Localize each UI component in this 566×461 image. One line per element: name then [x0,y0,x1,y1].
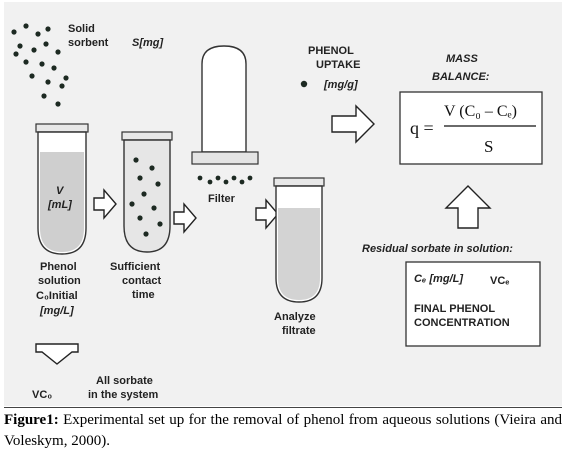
final-phenol-label-1: FINAL PHENOL [414,303,495,315]
equation-denominator: S [484,137,493,156]
filtrate-tube [273,177,325,303]
solid-sorbent-label-2: sorbent [68,37,109,49]
sorbent-amount-label: S[mg] [132,37,164,49]
arrow-up-icon [444,185,492,229]
all-sorbate-label-2: in the system [88,389,159,401]
analyze-filtrate-label-2: filtrate [282,325,316,337]
equation-numerator: V (C₀ – Cₑ) [444,103,517,120]
contact-time-label-3: time [132,289,155,301]
final-concentration-unit: Cₑ [mg/L] [414,273,463,285]
tube-volume-label: V [56,185,65,197]
arrow-right-icon [173,202,197,234]
initial-concentration-unit: [mg/L] [39,305,74,317]
mass-balance-label-2: BALANCE: [432,71,490,83]
residual-sorbate-label: Residual sorbate in solution: [362,243,513,255]
phenol-solution-label-1: Phenol [40,261,77,273]
solid-sorbent-label-1: Solid [68,23,95,35]
filter-apparatus [191,45,259,165]
filter-cake-particles [197,175,253,185]
phenol-solution-tube [35,123,89,255]
final-phenol-label-2: CONCENTRATION [414,317,510,329]
figure-divider [4,407,562,408]
arrow-right-icon [93,188,117,220]
caption-label: Figure1: [4,412,59,428]
solid-sorbent-particles [11,23,69,107]
experimental-setup-figure: Solid sorbent S[mg] V [mL] Phenol soluti… [4,2,562,406]
contact-time-label-1: Sufficient [110,261,160,273]
arrow-down-icon [35,343,79,365]
phenol-uptake-label-2: UPTAKE [316,59,360,71]
mass-balance-equation: q = V (C₀ – Cₑ) S [399,91,543,165]
figure-caption: Figure1: Experimental set up for the rem… [4,410,562,452]
filter-label: Filter [208,193,236,205]
phenol-uptake-label-1: PHENOL [308,45,354,57]
initial-concentration-label: C₀Initial [36,290,78,302]
analyze-filtrate-label-1: Analyze [274,311,316,323]
arrow-right-icon [255,198,279,230]
tube-volume-unit: [mL] [47,199,72,211]
equation-lhs: q = [410,118,434,138]
contact-tube [121,131,173,253]
mass-balance-label-1: MASS [446,53,478,65]
all-sorbate-label-1: All sorbate [96,375,153,387]
vcf-label: VCₑ [490,275,509,287]
vc0-label: VC₀ [32,389,52,401]
arrow-right-icon [331,104,375,144]
uptake-dot-icon [300,80,308,88]
caption-text: Experimental set up for the removal of p… [4,412,562,449]
contact-time-label-2: contact [122,275,161,287]
phenol-uptake-unit: [mg/g] [323,79,358,91]
final-concentration-box [405,261,541,347]
phenol-solution-label-2: solution [38,275,81,287]
